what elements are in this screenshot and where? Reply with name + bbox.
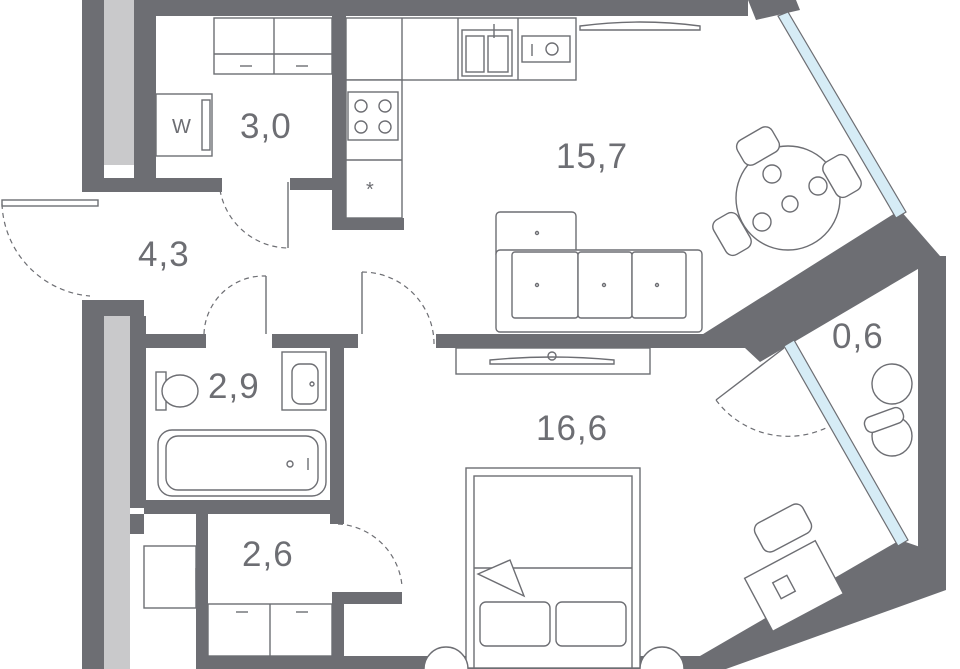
entrance-door[interactable] <box>1 199 99 297</box>
tv-console <box>455 347 651 375</box>
service-shaft-lower <box>104 315 130 669</box>
cooktop <box>347 91 399 141</box>
wardrobe-door-arc <box>337 523 403 587</box>
pantry-cabinets <box>213 17 333 75</box>
area-label-kitchen-living: 15,7 <box>556 137 628 176</box>
bathroom-door-arc <box>203 275 267 335</box>
toilet <box>155 371 199 411</box>
bed <box>423 467 685 669</box>
dining-table <box>712 126 862 257</box>
kitchen-sink <box>461 24 513 77</box>
balcony-furniture <box>863 363 913 457</box>
area-label-balcony: 0,6 <box>832 317 884 356</box>
area-label-bedroom: 16,6 <box>536 409 608 448</box>
area-label-pantry: 3,0 <box>240 107 292 146</box>
washbasin <box>281 351 327 411</box>
area-label-bathroom: 2,9 <box>208 367 260 406</box>
bathtub <box>157 429 327 497</box>
washing-machine: W <box>155 93 213 157</box>
washer-label: W <box>172 116 191 138</box>
fridge-label: * <box>366 179 374 201</box>
area-label-hallway: 4,3 <box>138 235 190 274</box>
bedroom-door-arc <box>361 271 435 345</box>
desk <box>743 503 845 633</box>
wardrobe-shelves <box>143 545 333 657</box>
pantry-door-arc <box>219 189 289 249</box>
sofa <box>495 211 703 333</box>
service-shaft-upper <box>104 0 134 165</box>
balcony-door-leaf[interactable] <box>715 347 785 401</box>
dishwasher <box>521 35 571 63</box>
balcony-door-arc <box>715 399 827 437</box>
area-label-wardrobe: 2,6 <box>242 535 294 574</box>
window-lower <box>783 339 909 547</box>
kitchen-tv <box>579 21 701 31</box>
window-upper <box>777 11 907 219</box>
